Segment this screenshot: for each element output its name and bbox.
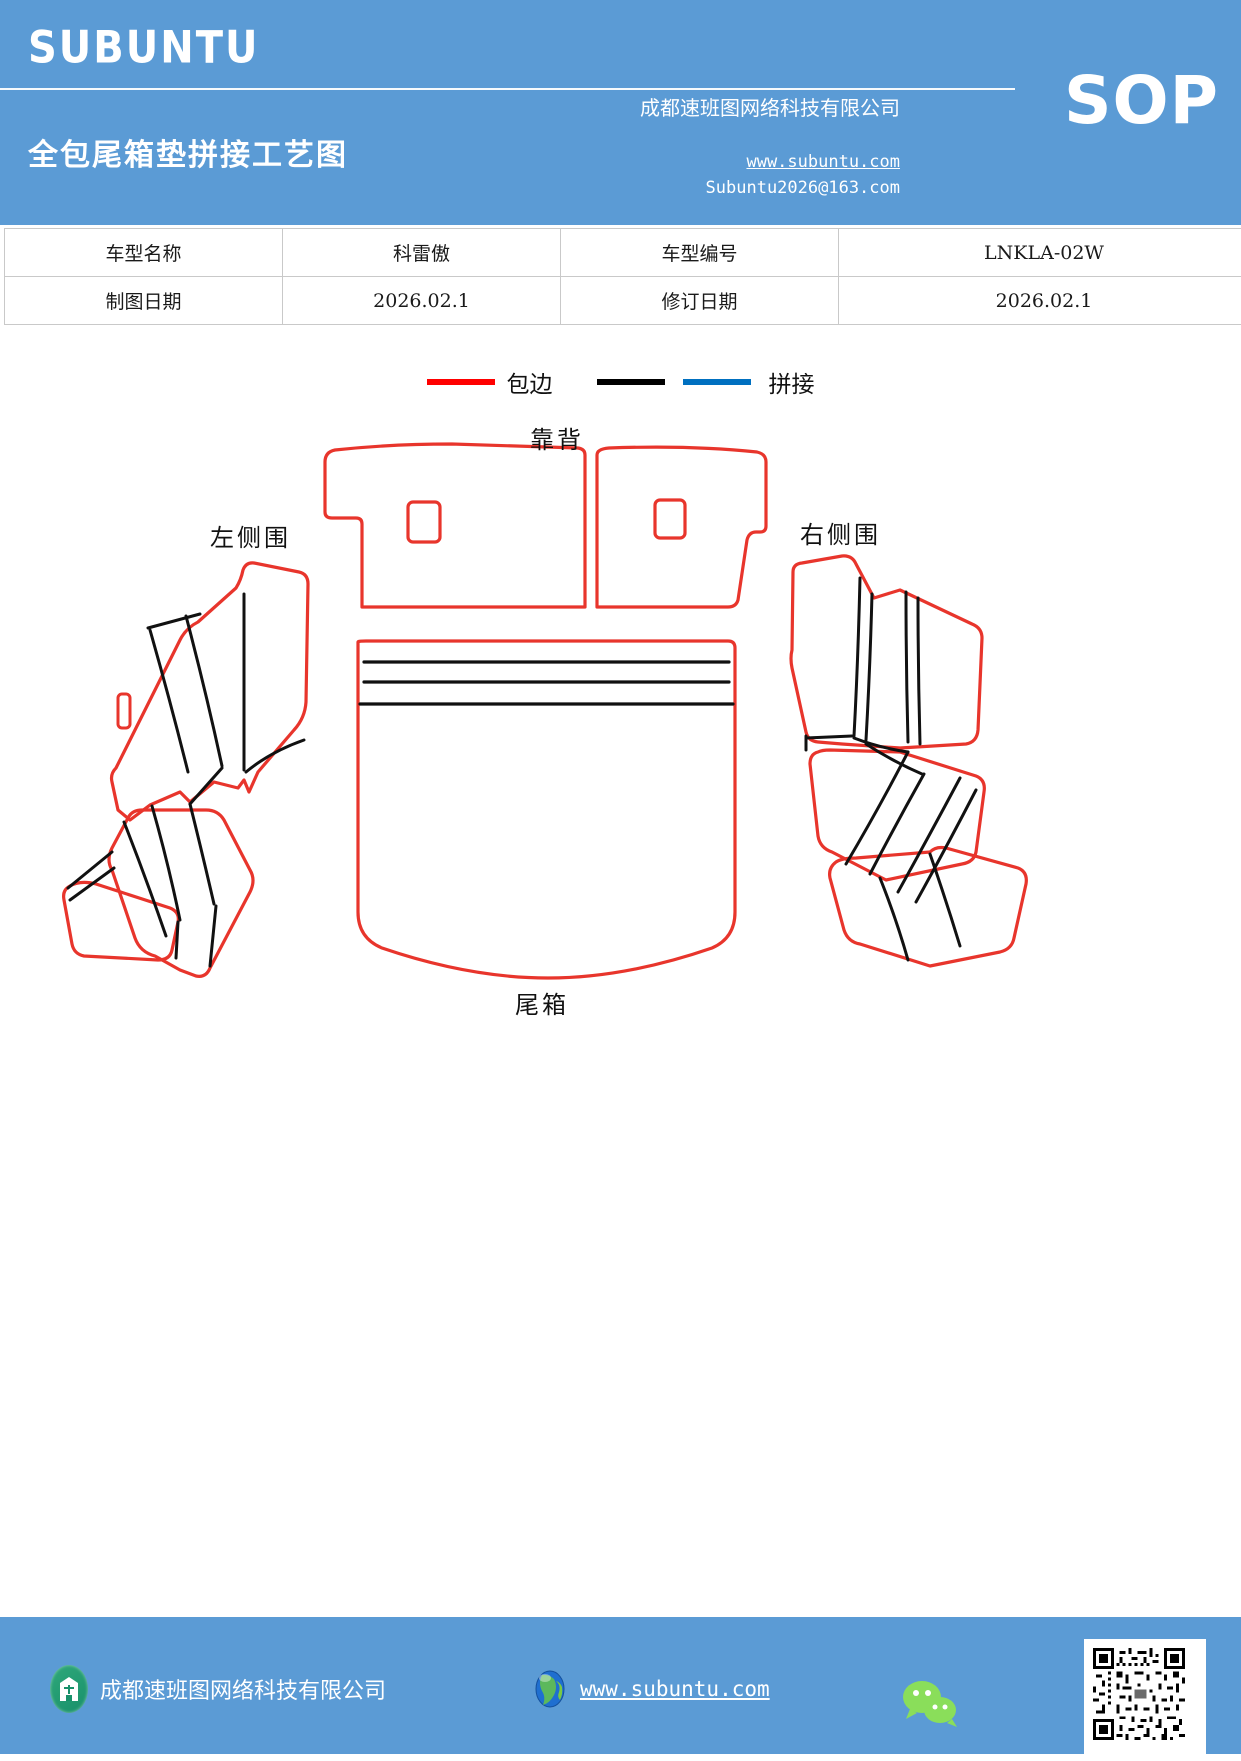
backrest-left-slot bbox=[408, 502, 440, 542]
left-side-piece bbox=[64, 563, 308, 976]
sop-badge: SOP bbox=[1064, 62, 1219, 139]
pattern-svg bbox=[0, 400, 1241, 1060]
cell-revise-date-label: 修订日期 bbox=[561, 277, 839, 325]
footer-company: 成都速班图网络科技有限公司 bbox=[50, 1665, 386, 1713]
qr-code bbox=[1084, 1639, 1206, 1761]
footer-website-link[interactable]: www.subuntu.com bbox=[580, 1677, 770, 1701]
backrest-right-piece bbox=[597, 447, 766, 607]
label-right-side: 右侧围 bbox=[800, 515, 881, 550]
wechat-icon bbox=[900, 1677, 962, 1734]
cell-model-name-value: 科雷傲 bbox=[283, 229, 561, 277]
legend: 包边 拼接 bbox=[0, 362, 1241, 402]
label-left-side: 左侧围 bbox=[210, 518, 291, 553]
page-title: 全包尾箱垫拼接工艺图 bbox=[28, 130, 348, 174]
backrest-right-slot bbox=[655, 500, 685, 538]
line-swatch-blue-icon bbox=[683, 379, 751, 385]
vehicle-info-table: 车型名称 科雷傲 车型编号 LNKLA-02W 制图日期 2026.02.1 修… bbox=[4, 228, 1241, 325]
table-row: 车型名称 科雷傲 车型编号 LNKLA-02W bbox=[5, 229, 1241, 277]
document-footer: 成都速班图网络科技有限公司 www.subuntu.com bbox=[0, 1617, 1241, 1754]
cell-draw-date-value: 2026.02.1 bbox=[283, 277, 561, 325]
footer-company-name: 成都速班图网络科技有限公司 bbox=[100, 1673, 386, 1705]
cell-revise-date-value: 2026.02.1 bbox=[839, 277, 1241, 325]
cell-model-name-label: 车型名称 bbox=[5, 229, 283, 277]
footer-website[interactable]: www.subuntu.com bbox=[530, 1665, 770, 1713]
label-trunk: 尾箱 bbox=[515, 985, 569, 1020]
header-company-name: 成都速班图网络科技有限公司 bbox=[500, 92, 900, 121]
legend-label-splice: 拼接 bbox=[769, 365, 815, 399]
table-row: 制图日期 2026.02.1 修订日期 2026.02.1 bbox=[5, 277, 1241, 325]
line-swatch-black-icon bbox=[597, 379, 665, 385]
right-side-piece bbox=[791, 556, 1026, 966]
trunk-main-piece bbox=[358, 641, 735, 978]
globe-icon bbox=[530, 1665, 570, 1713]
header-website-link[interactable]: www.subuntu.com bbox=[500, 152, 900, 172]
building-icon bbox=[50, 1665, 88, 1713]
header-divider bbox=[0, 88, 1015, 90]
backrest-left-piece bbox=[325, 444, 585, 607]
legend-label-binding: 包边 bbox=[507, 365, 553, 399]
line-swatch-red-icon bbox=[427, 379, 495, 385]
legend-item-binding: 包边 bbox=[427, 365, 553, 399]
cell-draw-date-label: 制图日期 bbox=[5, 277, 283, 325]
document-header: SUBUNTU 全包尾箱垫拼接工艺图 成都速班图网络科技有限公司 www.sub… bbox=[0, 0, 1241, 225]
legend-item-splice: 拼接 bbox=[597, 365, 815, 399]
left-side-slot bbox=[118, 694, 130, 728]
label-backrest: 靠背 bbox=[530, 420, 584, 455]
cell-model-code-label: 车型编号 bbox=[561, 229, 839, 277]
brand-logo-text: SUBUNTU bbox=[28, 22, 260, 74]
cell-model-code-value: LNKLA-02W bbox=[839, 229, 1241, 277]
header-email: Subuntu2026@163.com bbox=[500, 178, 900, 198]
trunk-mat-pattern-diagram: 靠背 左侧围 右侧围 尾箱 bbox=[0, 400, 1241, 1060]
